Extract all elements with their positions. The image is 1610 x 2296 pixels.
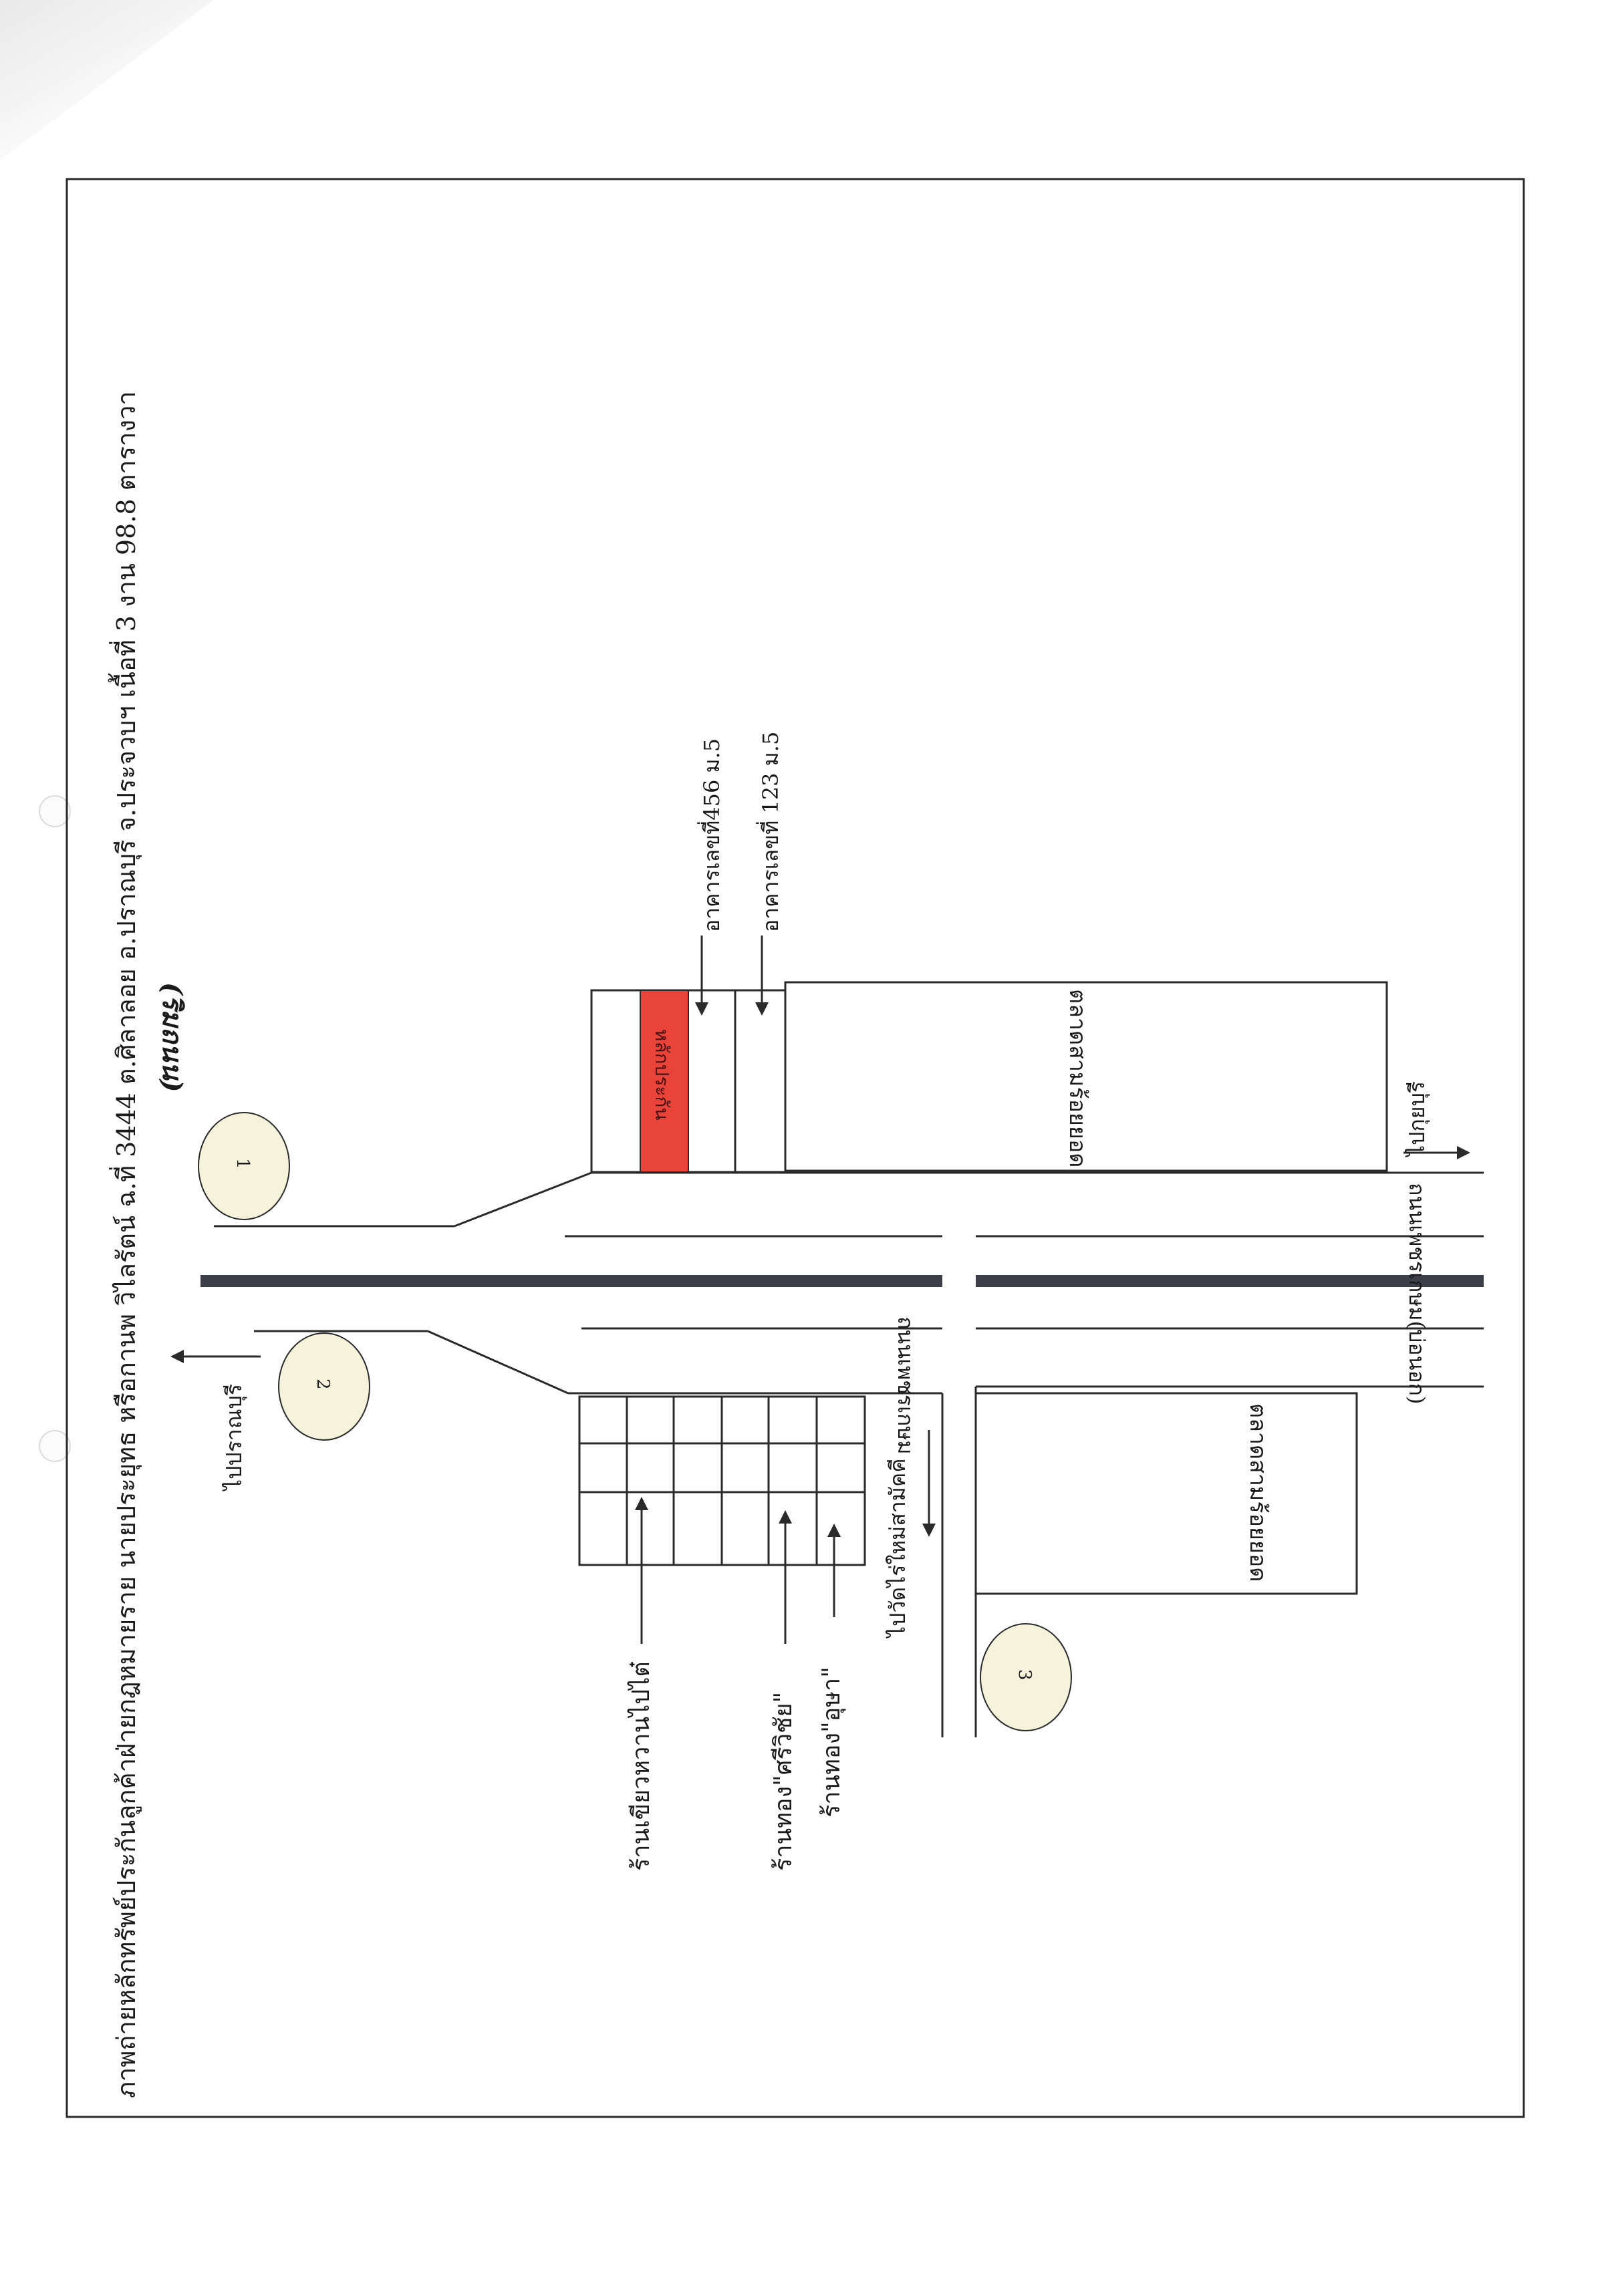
to-pranburi-label: ไปปราณบุรี (221, 1383, 247, 1490)
to-kuiburi-label: ไปกุยบุรี (1404, 1081, 1430, 1156)
punch-hole-2 (39, 1430, 71, 1462)
road-edge-north-taper (454, 1171, 592, 1228)
marker-1-label: 1 (233, 1158, 253, 1169)
arrow-head-kuiburi (1457, 1146, 1470, 1159)
punch-hole-1 (39, 795, 71, 827)
road-center-2 (976, 1275, 1484, 1287)
east-road-label: ถนนเพชรเกษม(บ่อนอก) (1404, 1183, 1430, 1405)
market-south-block (974, 1392, 1358, 1595)
document-caption: ภาพถ่ายหลักทรัพย์ประกันลูกค้าฝ่ายกฎหมายร… (112, 391, 141, 2098)
west-road-label: ถนนเพชรเกษม (893, 1316, 918, 1455)
arrow-head-456 (695, 1002, 708, 1016)
frame-border (65, 178, 1525, 2118)
arrow-head-wat (922, 1524, 936, 1537)
arrow-head-gold-1 (779, 1510, 792, 1524)
arrow-head-gold-2 (827, 1524, 841, 1537)
restaurant-label: ร้านเขียวหวานไปไต๋ (628, 1661, 655, 1871)
marker-2-label: 2 (313, 1379, 333, 1390)
market-north-label: ตลาดสามร้อยยอด (1064, 989, 1091, 1168)
road-center-1 (200, 1275, 942, 1287)
arrow-head-restaurant (635, 1497, 648, 1510)
collateral-plot (640, 990, 689, 1173)
marker-3-circle (980, 1623, 1072, 1731)
marker-2-circle (278, 1332, 370, 1441)
collateral-label: หลักประกัน (651, 1029, 673, 1121)
to-wat-label: ไปวัดไร่ใหม่สามัคคี (885, 1458, 910, 1637)
marker-3-label: 3 (1015, 1669, 1035, 1681)
marker-1-circle (198, 1112, 290, 1220)
arrow-head-pranburi (170, 1350, 184, 1363)
gold-shop-1-label: ร้านทอง"ศรีวิชัย" (770, 1691, 797, 1871)
arrow-head-123 (755, 1002, 769, 1016)
handwritten-note: (ริมถนน) (156, 982, 188, 1093)
road-edge-south-taper (427, 1330, 569, 1395)
gold-shop-2-label: ร้านทอง"อุษา" (818, 1667, 845, 1818)
market-south-label: ตลาดสามร้อยยอด (1244, 1403, 1271, 1582)
building-123-label: อาคารเลขที่ 123 ม.5 (758, 731, 783, 932)
building-456-label: อาคารเลขที่456 ม.5 (699, 738, 724, 932)
